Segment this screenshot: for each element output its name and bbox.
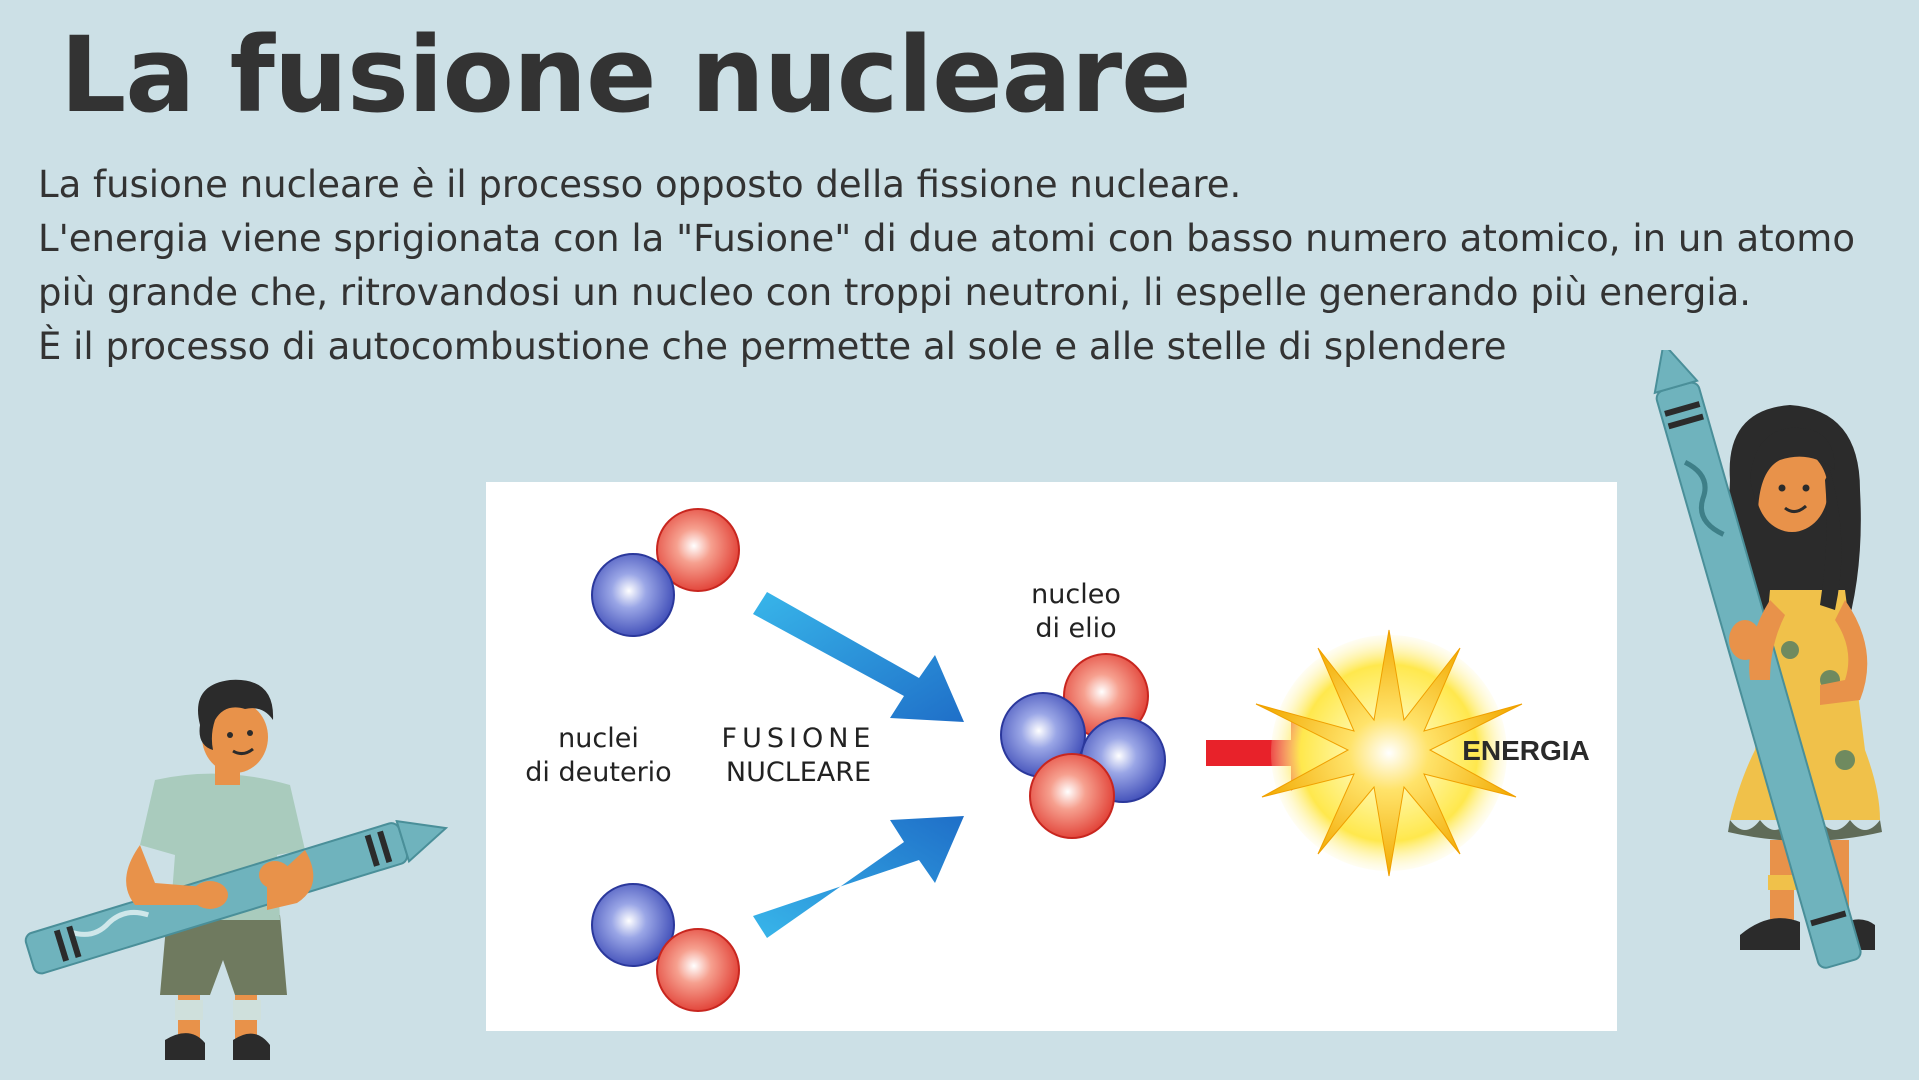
label-fusion-line2: NUCLEARE	[725, 757, 872, 788]
page-title: La fusione nucleare	[60, 14, 1192, 136]
helium-nucleus	[1000, 653, 1166, 839]
paragraph-3: È il processo di autocombustione che per…	[38, 325, 1507, 368]
neutron-icon	[591, 553, 675, 637]
label-fusion-line1: FUSIONE	[721, 723, 876, 754]
fusion-arrow-bottom	[753, 816, 964, 938]
proton-icon	[656, 928, 740, 1012]
paragraph-2: L'energia viene sprigionata con la "Fusi…	[38, 217, 1855, 314]
fusion-arrow-top	[753, 592, 964, 722]
label-deuterium-line2: di deuterio	[525, 757, 672, 788]
deuterium-bottom	[591, 883, 740, 1012]
proton-icon	[656, 508, 740, 592]
label-helium: nucleo di elio	[1011, 578, 1141, 646]
deuterium-top	[591, 508, 740, 637]
label-fusion: FUSIONE NUCLEARE	[716, 722, 881, 790]
fusion-diagram: nuclei di deuterio FUSIONE NUCLEARE nucl…	[486, 482, 1617, 1031]
label-deuterium: nuclei di deuterio	[496, 722, 701, 790]
energy-burst-icon	[1255, 629, 1523, 877]
girl-with-crayon-illustration	[1653, 350, 1882, 969]
body-text: La fusione nucleare è il processo oppost…	[38, 158, 1858, 374]
fusion-diagram-graphic	[591, 508, 1523, 1012]
boy-with-crayon-illustration	[24, 679, 449, 1060]
proton-icon	[1029, 753, 1115, 839]
paragraph-1: La fusione nucleare è il processo oppost…	[38, 163, 1242, 206]
label-helium-line1: nucleo	[1031, 579, 1121, 610]
label-deuterium-line1: nuclei	[558, 723, 639, 754]
neutron-icon	[591, 883, 675, 967]
label-helium-line2: di elio	[1035, 613, 1117, 644]
label-energy: ENERGIA	[1462, 735, 1590, 766]
